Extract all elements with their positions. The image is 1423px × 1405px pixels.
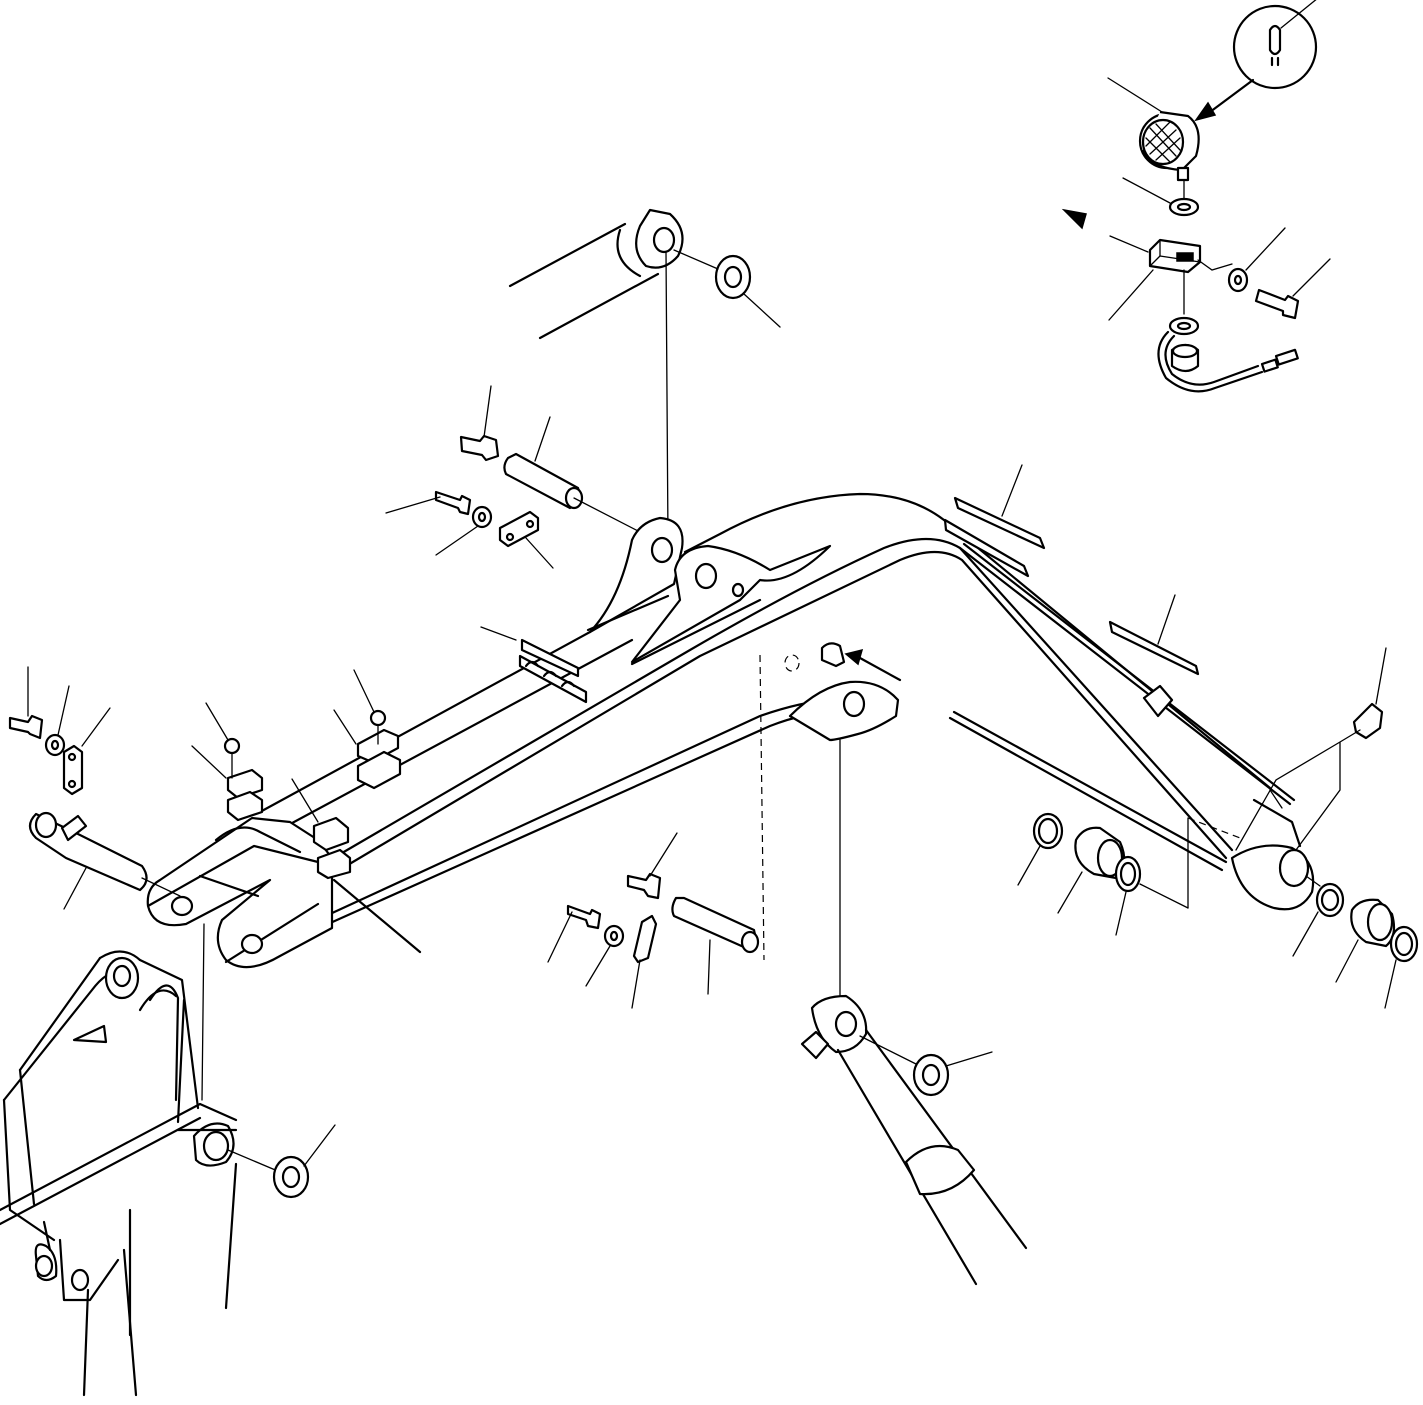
bulb-icon (1268, 24, 1282, 56)
seals-bushings (1017, 647, 1419, 1009)
pin-hardware-top (385, 385, 641, 569)
bolt-c (566, 904, 602, 930)
left-clamp-set (191, 626, 588, 880)
plate-b (632, 914, 658, 964)
base-hole-2 (240, 933, 264, 955)
base-pin-hardware (8, 666, 205, 1101)
clamp-e (312, 816, 350, 852)
clamp-d (226, 768, 264, 800)
work-lamp-assembly (1061, 0, 1331, 393)
hose-clip (1142, 684, 1174, 718)
plate-1 (498, 510, 540, 548)
hose-clamps (943, 464, 1296, 806)
pin-main (28, 812, 148, 892)
upper-cylinder (508, 208, 781, 541)
pivot-hole-1 (650, 536, 674, 564)
pivot-hole-2 (694, 562, 718, 590)
grease-fitting (820, 642, 846, 668)
bolt-a (8, 714, 44, 740)
boom-body (146, 492, 1315, 1001)
arrow-head (1194, 101, 1217, 122)
base-hole-1 (170, 895, 194, 917)
bolt-b (626, 872, 662, 900)
clamp-b (356, 728, 400, 764)
bracket-bolt (1254, 288, 1300, 320)
clamp-c (356, 750, 402, 790)
grease-bolt (459, 434, 500, 462)
clamp-bolt (369, 709, 387, 727)
lower-cylinder (800, 994, 1028, 1286)
arm-pin-hardware (332, 642, 902, 1009)
swing-bracket (0, 950, 336, 1397)
bolt-2 (434, 490, 472, 516)
grease-2 (1352, 702, 1384, 740)
bulb-detail-circle (1232, 4, 1318, 90)
